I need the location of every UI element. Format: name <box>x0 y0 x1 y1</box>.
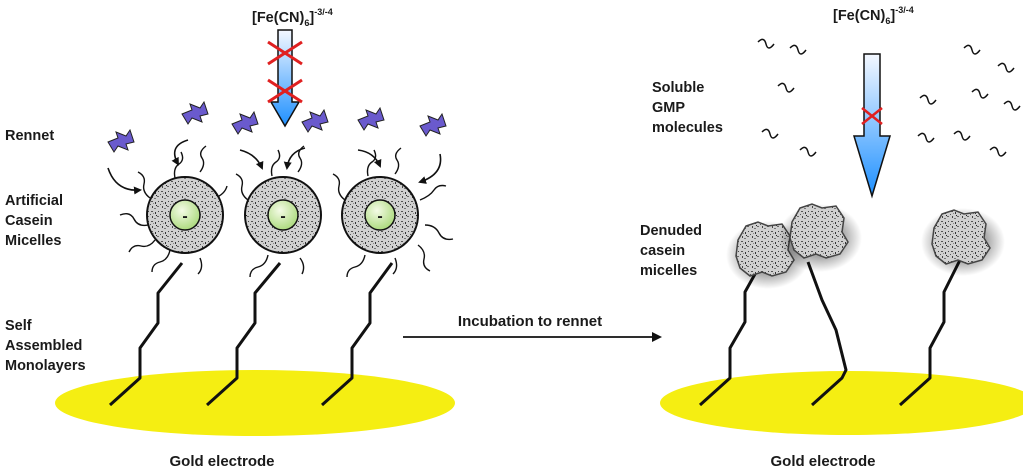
sam-chain <box>698 264 762 407</box>
gmp-molecule <box>761 128 779 139</box>
rennet-icon <box>357 106 385 131</box>
redox-arrow-blocked <box>267 29 303 128</box>
gmp-molecule <box>799 146 817 157</box>
rennet-icon <box>419 112 447 137</box>
micelle-charge: - <box>182 208 187 225</box>
gmp-molecule <box>989 146 1007 157</box>
gold-electrode-right <box>660 371 1023 435</box>
gmp-molecule <box>971 88 989 99</box>
gmp-molecule <box>777 82 795 93</box>
rennet-icon <box>107 128 135 153</box>
sam-chain <box>108 262 184 407</box>
sam-chain <box>205 262 282 407</box>
micelle-charge: - <box>377 208 382 225</box>
gmp-molecule <box>953 130 971 141</box>
process-arrow: Incubation to rennet <box>403 313 662 342</box>
sam-chains-right <box>698 259 962 407</box>
gmp-label: Soluble GMP molecules <box>652 80 723 136</box>
sam-label: Self Assembled Monolayers <box>5 318 86 374</box>
electrode-label-right: Gold electrode <box>770 453 875 470</box>
micelle-charge: - <box>280 208 285 225</box>
gmp-molecule <box>963 44 981 55</box>
gmp-molecule <box>917 132 935 143</box>
gold-electrode-left <box>55 370 455 436</box>
micelle-left-3: - <box>341 176 419 254</box>
rennet-attack-arrows <box>107 139 442 195</box>
ion-label-left: [Fe(CN)6]-3/-4 <box>252 7 333 28</box>
micelle-left-2: - <box>244 176 322 254</box>
sam-chain <box>898 259 962 407</box>
electrode-label-left: Gold electrode <box>169 453 274 470</box>
right-panel: [Fe(CN)6]-3/-4 Soluble GMP molecules Den… <box>640 5 1023 470</box>
block-mark <box>861 107 883 125</box>
sam-chains-left <box>108 262 394 407</box>
rennet-enzymes <box>107 100 447 153</box>
gmp-molecule <box>1003 100 1021 111</box>
micelle-left-1: - <box>146 176 224 254</box>
rennet-icon <box>181 100 209 125</box>
gmp-molecule <box>919 94 937 105</box>
gmp-molecule <box>997 62 1015 73</box>
rennet-label: Rennet <box>5 128 54 144</box>
gmp-molecules <box>757 38 1021 157</box>
gmp-molecule <box>789 44 807 55</box>
denuded-label: Denuded casein micelles <box>640 223 706 279</box>
denuded-micelle <box>921 208 1005 276</box>
rennet-icon <box>301 108 329 133</box>
denuded-micelle <box>778 203 862 272</box>
micelle-label: Artificial Casein Micelles <box>5 193 67 249</box>
block-mark <box>267 40 303 104</box>
sam-chain <box>320 262 394 407</box>
ion-label-right: [Fe(CN)6]-3/-4 <box>833 5 914 26</box>
rennet-icon <box>231 110 259 135</box>
process-label: Incubation to rennet <box>458 313 602 330</box>
left-panel: - - - <box>5 7 455 470</box>
gmp-molecule <box>757 38 775 49</box>
redox-arrow-passing <box>852 53 892 199</box>
sam-chain <box>806 261 848 407</box>
